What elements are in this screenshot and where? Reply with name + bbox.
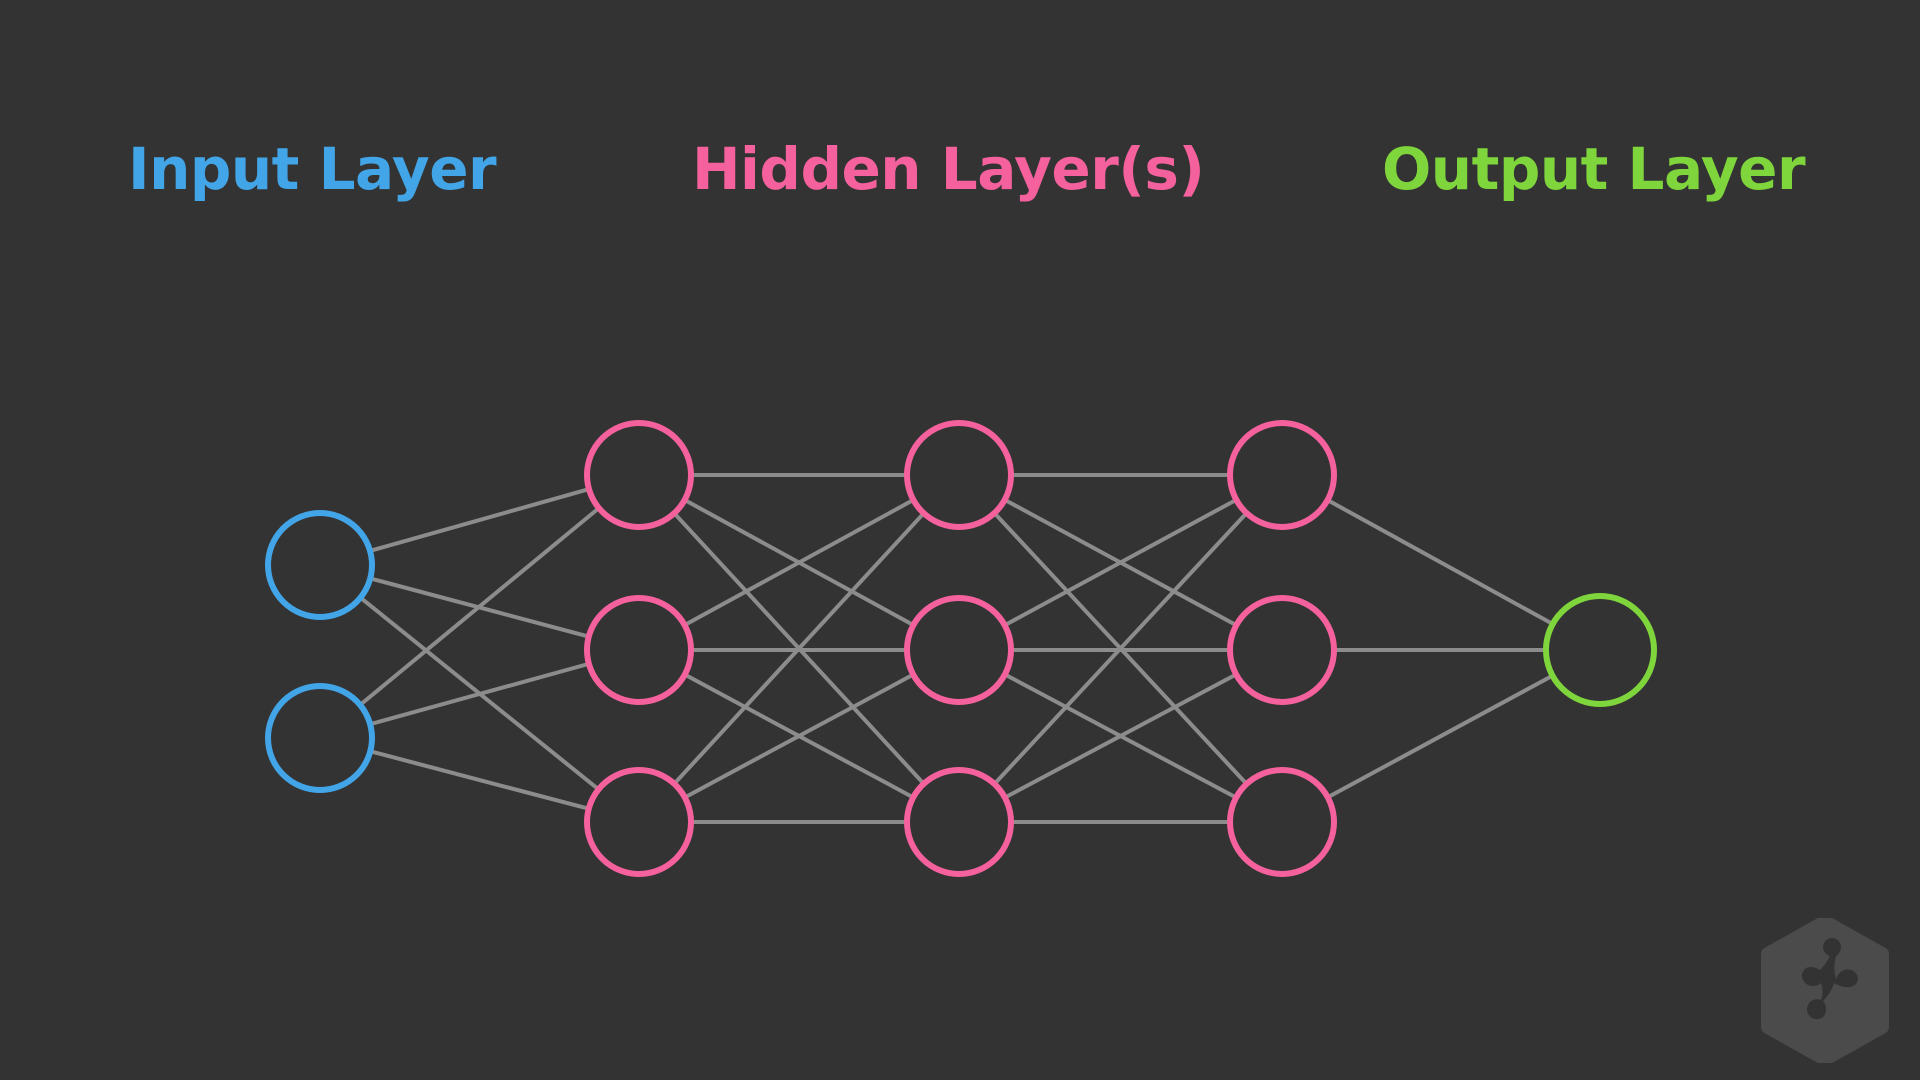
neuron-node-h3-3[interactable]: [1227, 767, 1337, 877]
neuron-node-h2-2[interactable]: [904, 595, 1014, 705]
neuron-node-i1[interactable]: [265, 510, 375, 620]
connection-edge: [674, 513, 924, 784]
connection-edge: [1005, 673, 1236, 799]
connection-edge: [685, 674, 913, 798]
neuron-nodes: [265, 420, 1657, 877]
neuron-node-h1-3[interactable]: [584, 767, 694, 877]
connection-edge: [370, 487, 589, 553]
neuron-node-h2-3[interactable]: [904, 767, 1014, 877]
hidden-layer-title: Hidden Layer(s): [692, 135, 1205, 203]
tree-glyph: [1801, 938, 1859, 1020]
connection-edge: [360, 507, 599, 706]
connection-edge: [1328, 675, 1552, 798]
output-layer-title: Output Layer: [1382, 135, 1806, 203]
neuron-node-h3-2[interactable]: [1227, 595, 1337, 705]
connection-edge: [1005, 499, 1236, 626]
neuron-node-h1-1[interactable]: [584, 420, 694, 530]
connection-edge: [1328, 499, 1553, 625]
neuron-node-o1[interactable]: [1543, 593, 1657, 707]
neuron-node-h1-2[interactable]: [584, 595, 694, 705]
connection-edge: [994, 513, 1247, 784]
neuron-node-h2-1[interactable]: [904, 420, 1014, 530]
neuron-node-h3-1[interactable]: [1227, 420, 1337, 530]
connection-edge: [371, 750, 588, 810]
connection-edge: [371, 662, 588, 726]
neuron-node-i2[interactable]: [265, 683, 375, 793]
treehouse-logo-icon: [1761, 918, 1889, 1063]
connection-edges: [360, 473, 1553, 824]
connection-edge: [685, 499, 913, 626]
input-layer-title: Input Layer: [128, 135, 497, 203]
